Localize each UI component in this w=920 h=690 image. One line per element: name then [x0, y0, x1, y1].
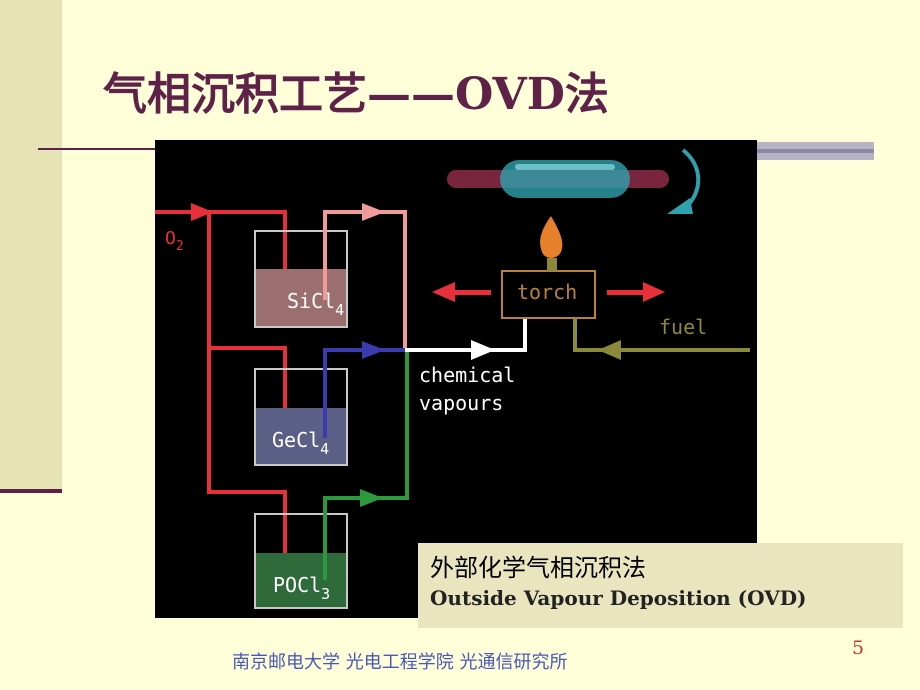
- traverse-arrow-left-shaft: [451, 290, 491, 295]
- rotation-arrowhead: [667, 198, 693, 214]
- pocl3-vapour-arrowhead: [360, 489, 383, 507]
- traverse-arrow-left: [432, 282, 491, 302]
- page-number: 5: [852, 637, 865, 659]
- flame-base: [547, 258, 557, 271]
- target-rod: [447, 160, 669, 198]
- torch-label: torch: [517, 280, 577, 304]
- chemical-vapours-label-line2: vapours: [419, 391, 503, 415]
- slide-title: 气相沉积工艺——OVD法: [103, 69, 609, 120]
- oxygen-label-text: O: [165, 228, 176, 249]
- ovd-process-diagram: O2 SiCl4 GeCl4 POCl3 chemical vapours to…: [155, 140, 757, 618]
- bottle-gecl4-label-text: GeCl: [272, 428, 320, 452]
- bottle-pocl3-label: POCl3: [273, 573, 330, 603]
- bottle-sicl4-label-text: SiCl: [287, 289, 335, 313]
- traverse-arrow-right-head: [643, 282, 665, 302]
- footer-institution: 南京邮电大学 光电工程学院 光通信研究所: [232, 652, 568, 673]
- traverse-arrow-left-head: [432, 282, 455, 302]
- bottle-gecl4-liquid: [256, 408, 346, 465]
- bottle-pocl3-label-text: POCl: [273, 573, 321, 597]
- title-underline-right-stripe: [757, 149, 874, 153]
- sicl4-vapour-arrowhead: [362, 203, 385, 221]
- bottle-gecl4-label-subscript: 4: [320, 440, 329, 458]
- title-underline-left: [38, 148, 158, 150]
- bottle-sicl4-liquid: [256, 269, 346, 327]
- chemical-vapour-line: [405, 318, 527, 352]
- bottle-gecl4-outline: [254, 368, 348, 466]
- bottle-pocl3: POCl3: [254, 513, 348, 609]
- fuel-arrowhead: [598, 340, 621, 360]
- traverse-arrow-right: [607, 282, 665, 302]
- bottle-sicl4-label-subscript: 4: [335, 301, 344, 319]
- left-accent-band: [0, 0, 62, 492]
- bottle-pocl3-label-subscript: 3: [321, 585, 330, 603]
- fuel-label: fuel: [659, 315, 707, 339]
- flame-icon: [540, 216, 563, 258]
- caption-chinese: 外部化学气相沉积法: [430, 554, 646, 582]
- bottle-sicl4-label: SiCl4: [287, 289, 344, 319]
- bottle-gecl4: GeCl4: [254, 368, 348, 466]
- bottle-sicl4: SiCl4: [254, 230, 348, 328]
- target-rod-highlight: [515, 164, 615, 170]
- bottle-pocl3-liquid: [256, 553, 346, 608]
- chemical-vapour-arrowhead: [471, 340, 495, 360]
- left-accent-rule: [0, 489, 62, 493]
- oxygen-trunk: [207, 212, 287, 595]
- caption-english: Outside Vapour Deposition (OVD): [430, 586, 807, 610]
- oxygen-inlet-arrowhead: [191, 203, 213, 221]
- chemical-vapours-label-line1: chemical: [419, 363, 515, 387]
- bottle-gecl4-label: GeCl4: [272, 428, 329, 458]
- caption-box: 外部化学气相沉积法 Outside Vapour Deposition (OVD…: [418, 543, 903, 628]
- fuel-line: [573, 318, 750, 352]
- traverse-arrow-right-shaft: [607, 290, 647, 295]
- gecl4-vapour-arrowhead: [362, 341, 385, 359]
- bottle-sicl4-outline: [254, 230, 348, 328]
- oxygen-label-subscript: 2: [176, 239, 184, 254]
- bottle-pocl3-outline: [254, 513, 348, 609]
- oxygen-label: O2: [165, 228, 184, 254]
